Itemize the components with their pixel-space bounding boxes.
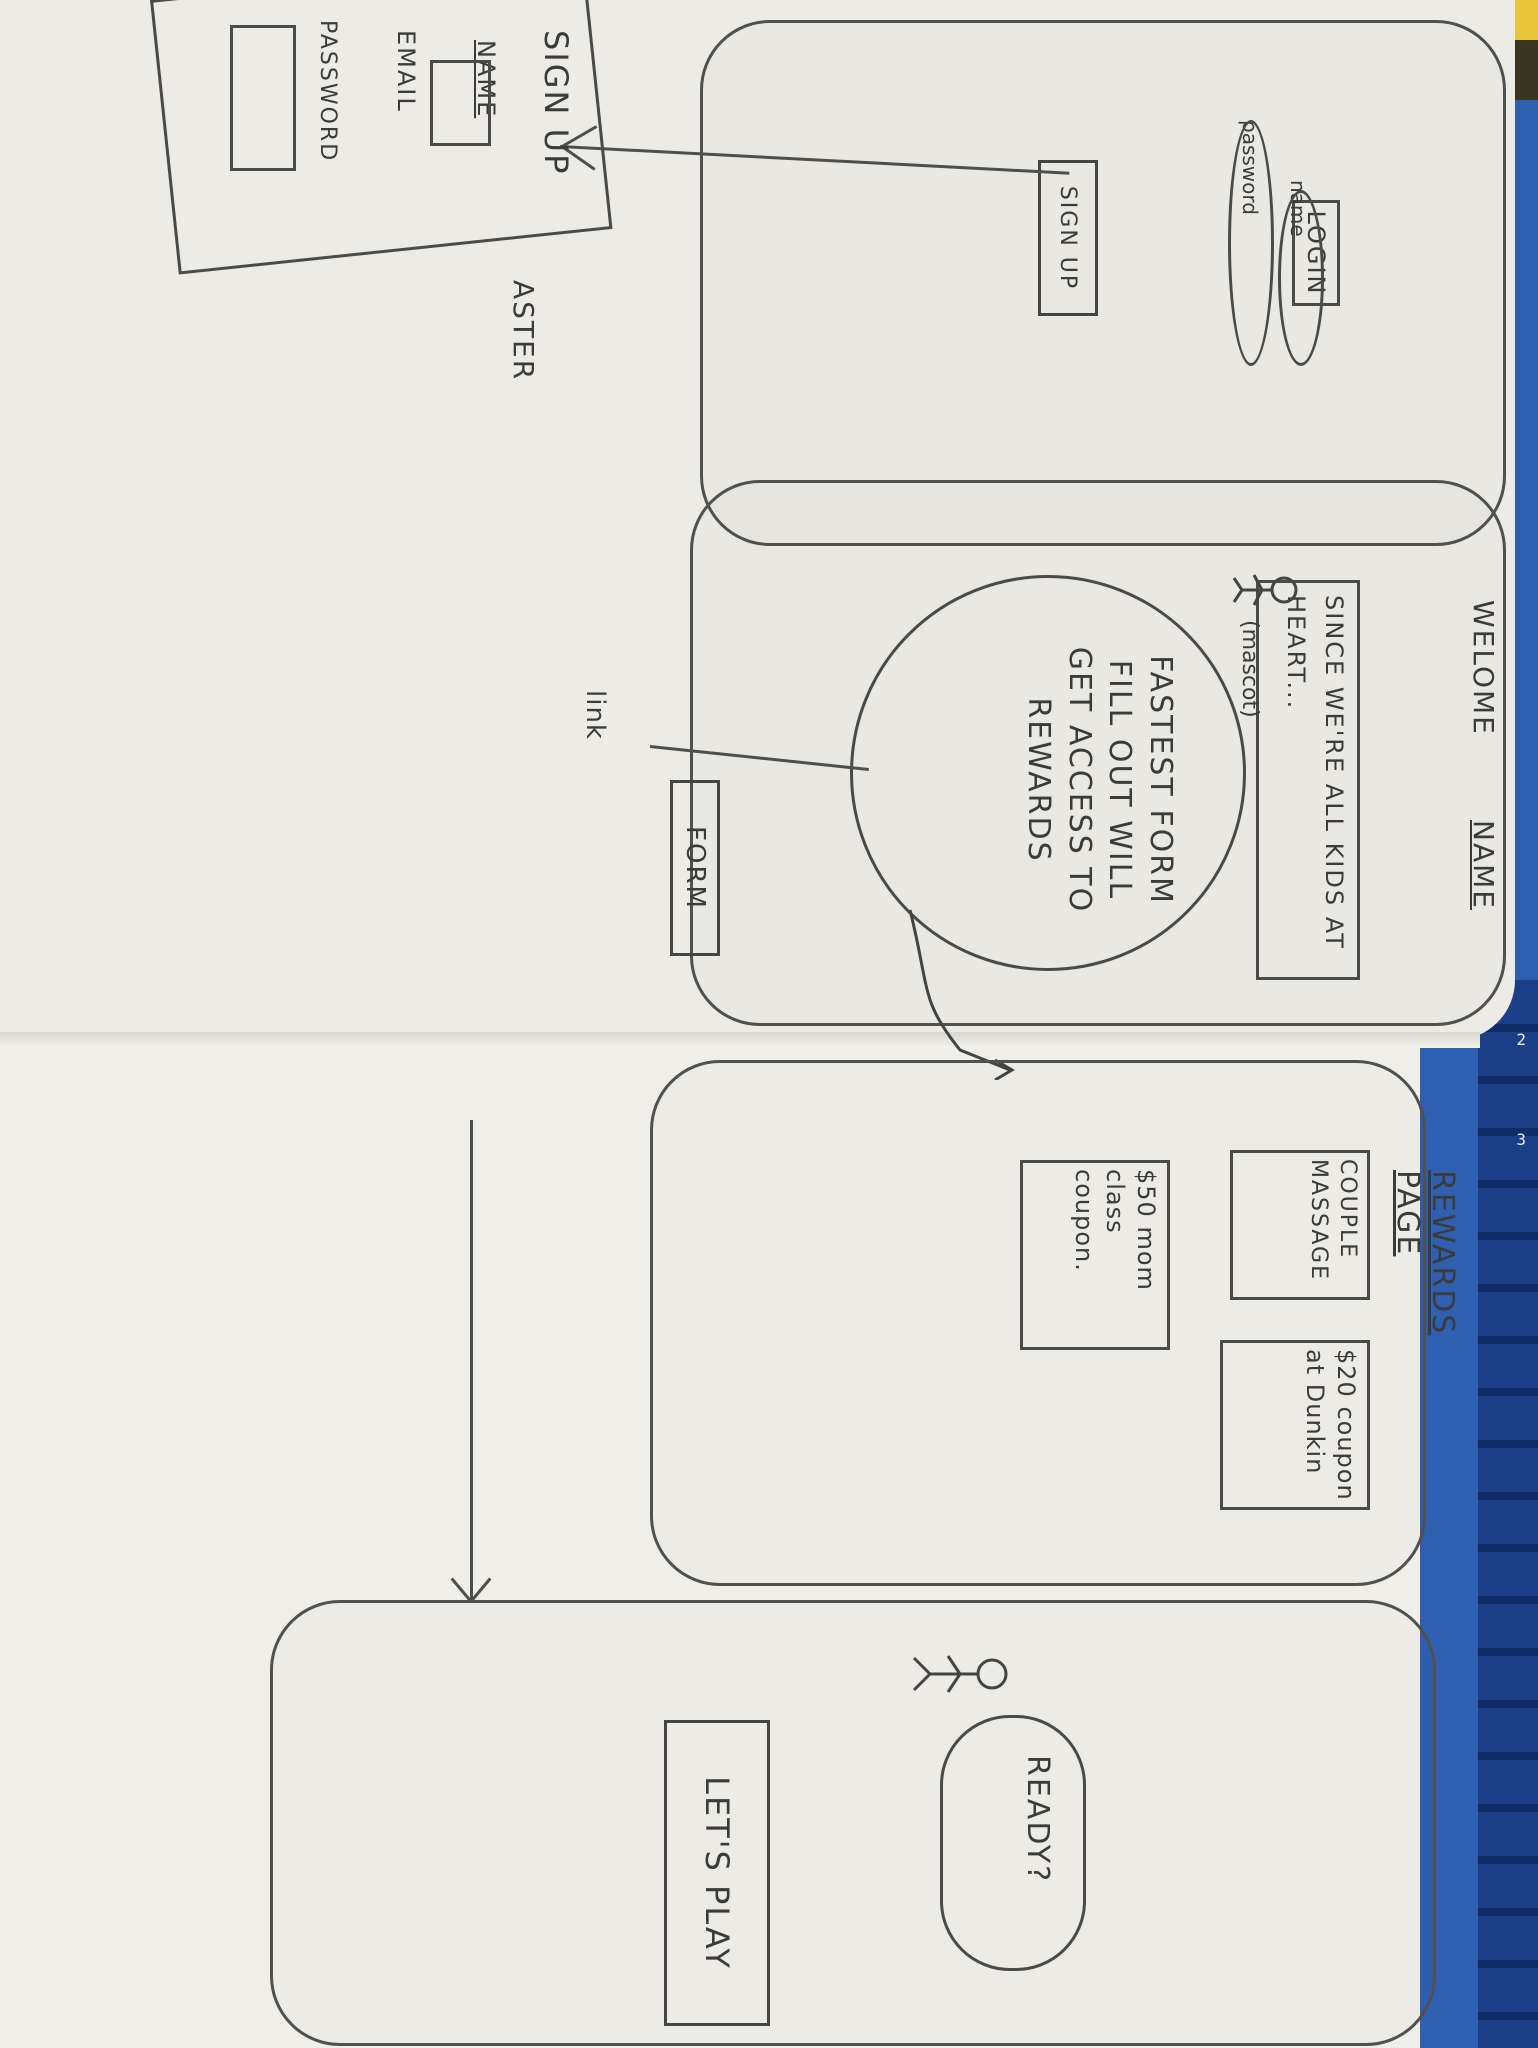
notebook-spine [0, 1032, 1480, 1048]
welcome-screen-frame [690, 480, 1506, 1026]
rewards-title: REWARDS PAGE [1390, 1170, 1460, 1336]
key-2: 2 [1516, 1030, 1526, 1049]
keyboard: 2 3 [1478, 980, 1538, 2048]
ready-text: READY? [1020, 1755, 1055, 1884]
name-input[interactable] [1278, 190, 1324, 366]
form-button[interactable]: FORM [670, 780, 720, 956]
mascot-icon [1232, 574, 1298, 606]
signup-card-password-label: PASSWORD [315, 20, 340, 163]
rewards-screen-frame [650, 1060, 1426, 1586]
link-note: link [580, 690, 610, 740]
lets-play-button[interactable]: LET'S PLAY [664, 1720, 770, 2026]
arrow-to-rewards [908, 909, 1015, 1080]
reward-card-dunkin[interactable]: $20 coupon at Dunkin [1220, 1340, 1370, 1510]
signup-card-email-label: EMAIL [392, 30, 420, 113]
reward-card-mom-class[interactable]: $50 mom class coupon. [1020, 1160, 1170, 1350]
reward-card-massage[interactable]: COUPLE MASSAGE [1230, 1150, 1370, 1300]
arrow-to-play [470, 1120, 473, 1600]
ready-speech-bubble [940, 1715, 1086, 1971]
welcome-banner: SINCE WE'RE ALL KIDS AT HEART... [1256, 580, 1360, 980]
signup-card-name-input[interactable] [430, 60, 491, 146]
password-input[interactable] [1228, 120, 1274, 366]
mascot-speech-bubble [850, 575, 1246, 971]
app-name: ASTER [507, 280, 540, 382]
welcome-title: WELOME [1467, 600, 1500, 736]
player-icon [912, 1655, 1008, 1693]
welcome-name: NAME [1467, 820, 1500, 910]
signup-card-password-input[interactable] [230, 25, 296, 171]
mascot-bubble-text: FASTEST FORM FILL OUT WILL GET ACCESS TO… [1021, 646, 1179, 914]
login-screen-frame [700, 20, 1506, 546]
mascot-label: (mascot) [1237, 620, 1262, 718]
play-screen-frame [270, 1600, 1436, 2046]
key-3: 3 [1516, 1130, 1526, 1149]
signup-button[interactable]: SIGN UP [1038, 160, 1098, 316]
signup-card-title: SIGN UP [537, 30, 575, 176]
